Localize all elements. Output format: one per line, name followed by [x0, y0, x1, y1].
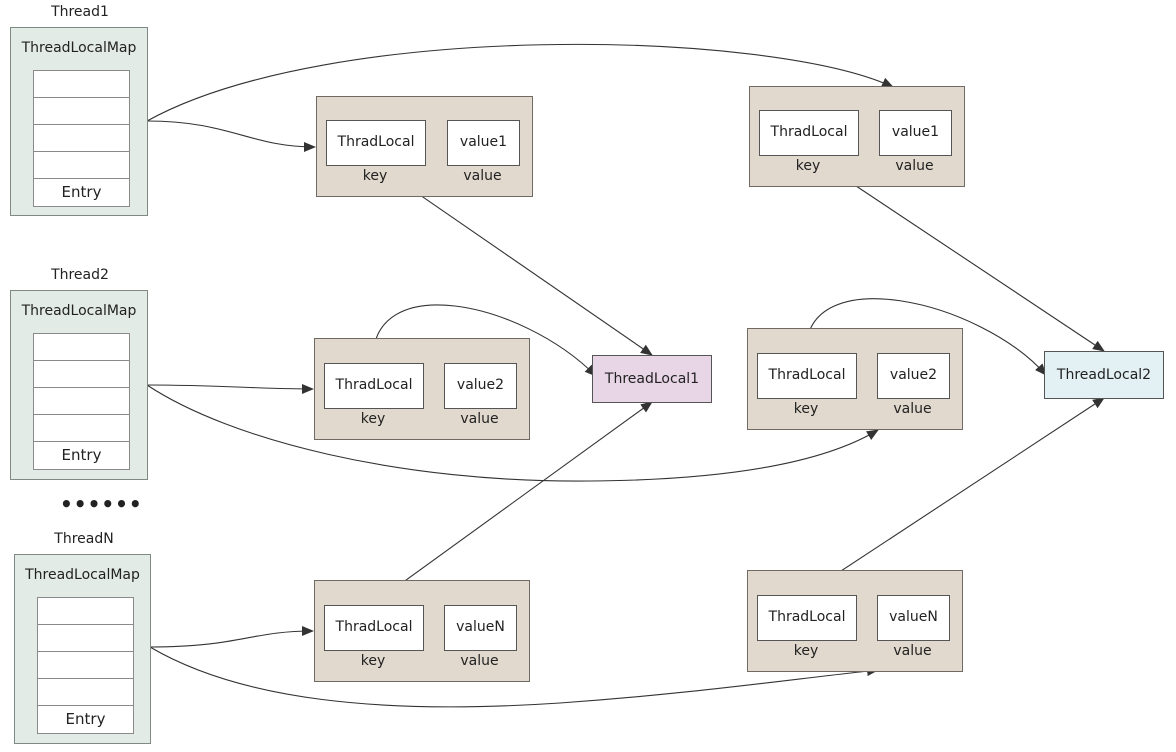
map-row: [34, 152, 129, 179]
entry-key-label: key: [362, 168, 388, 184]
map-row: [34, 361, 129, 388]
map-row: [34, 71, 129, 98]
map-row: [38, 625, 133, 652]
entry-value-cell: value2: [877, 353, 950, 399]
map-row: [34, 388, 129, 415]
threadlocal1-box: ThreadLocal1: [592, 355, 712, 403]
more-threads-ellipsis: ••••••: [60, 492, 143, 516]
entry-key-label: key: [360, 653, 386, 669]
arrow-thread2-to-entry2b: [146, 384, 879, 482]
entry-thread1-tl1: ThradLocal value1 key value: [316, 96, 533, 197]
entry-value-label: value: [463, 168, 502, 184]
entry-value-cell: valueN: [444, 605, 517, 651]
entry-value-cell: value2: [444, 363, 517, 409]
map-row: [34, 98, 129, 125]
thread1-map-title: ThreadLocalMap: [21, 40, 137, 56]
entry-key-cell: ThradLocal: [324, 605, 424, 651]
entry-key-cell: ThradLocal: [759, 110, 859, 156]
entry-key-label: key: [793, 643, 819, 659]
map-row: [38, 598, 133, 625]
entry-thread2-tl1: ThradLocal value2 key value: [314, 338, 530, 440]
arrow-key2-to-tl1: [372, 304, 597, 377]
entry-threadn-tl1: ThradLocal valueN key value: [314, 580, 530, 682]
thread1-entry-label: Entry: [61, 183, 102, 201]
thread2-map-title: ThreadLocalMap: [21, 303, 137, 319]
threadn-entry-label: Entry: [65, 710, 106, 728]
entry-value-label: value: [893, 643, 932, 659]
thread1-label: Thread1: [51, 4, 109, 20]
arrow-keyn-to-tl1: [372, 401, 653, 605]
threadn-map-title: ThreadLocalMap: [25, 567, 140, 583]
arrow-threadn-to-entrynb: [149, 646, 879, 708]
entry-value-label: value: [895, 158, 934, 174]
entry-thread2-tl2: ThradLocal value2 key value: [747, 328, 963, 430]
thread1-map-table: Entry: [33, 70, 130, 207]
thread1-box: ThreadLocalMap Entry: [10, 27, 148, 216]
arrow-thread1-to-entry1: [146, 120, 316, 152]
map-row: [34, 415, 129, 442]
map-row: [38, 652, 133, 679]
entry-key-cell: ThradLocal: [757, 595, 857, 641]
arrow-thread1-to-entry1b: [146, 43, 894, 122]
entry-key-label: key: [795, 158, 821, 174]
entry-threadn-tl2: ThradLocal valueN key value: [747, 570, 963, 672]
threadlocal2-box: ThreadLocal2: [1044, 351, 1164, 399]
entry-value-cell: value1: [447, 120, 520, 166]
thread2-box: ThreadLocalMap Entry: [10, 290, 148, 480]
entry-value-cell: value1: [879, 110, 952, 156]
entry-key-cell: ThradLocal: [326, 120, 426, 166]
threadn-map-table: Entry: [37, 597, 134, 734]
entry-value-label: value: [460, 411, 499, 427]
arrow-key2b-to-tl2: [805, 298, 1047, 376]
thread2-entry-label: Entry: [61, 446, 102, 464]
entry-key-label: key: [360, 411, 386, 427]
thread2-label: Thread2: [51, 267, 109, 283]
thread2-map-table: Entry: [33, 333, 130, 470]
map-row: [38, 679, 133, 706]
threadn-label: ThreadN: [54, 531, 114, 547]
entry-thread1-tl2: ThradLocal value1 key value: [749, 86, 965, 187]
entry-key-label: key: [793, 401, 819, 417]
entry-key-cell: ThradLocal: [324, 363, 424, 409]
arrow-keynb-to-tl2: [805, 397, 1105, 595]
entry-value-label: value: [460, 653, 499, 669]
threadn-box: ThreadLocalMap Entry: [14, 554, 151, 744]
entry-value-cell: valueN: [877, 595, 950, 641]
entry-key-cell: ThradLocal: [757, 353, 857, 399]
entry-value-label: value: [893, 401, 932, 417]
arrow-thread2-to-entry2: [146, 383, 314, 394]
map-row: [34, 334, 129, 361]
map-row: [34, 125, 129, 152]
arrow-threadn-to-entryn: [149, 626, 314, 648]
